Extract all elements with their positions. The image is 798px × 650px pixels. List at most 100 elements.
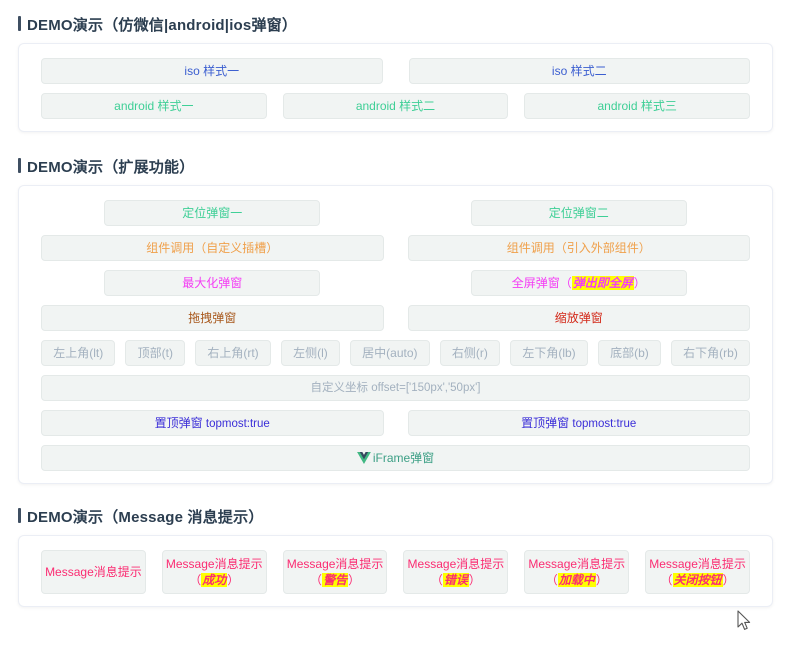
paren-open: （	[430, 573, 443, 587]
vue-logo-icon	[356, 448, 371, 470]
paren-open: （	[189, 573, 202, 587]
button-position-left[interactable]: 左侧(l)	[280, 340, 340, 366]
paren-close: ）	[227, 573, 240, 587]
topmost-label-1: 置顶弹窗	[154, 416, 203, 430]
fullscreen-label-post: ）	[633, 276, 646, 290]
row-drag-resize: 拖拽弹窗 缩放弹窗	[41, 305, 750, 331]
button-message-success[interactable]: Message消息提示 （成功）	[161, 550, 267, 594]
section-title-extended-features: DEMO演示（扩展功能）	[0, 156, 798, 177]
fullscreen-label-highlight: 弹出即全屏	[571, 276, 634, 290]
button-custom-offset[interactable]: 自定义坐标 offset=['150px','50px']	[41, 375, 750, 401]
message-variant: （关闭按钮）	[661, 572, 735, 588]
button-message-error[interactable]: Message消息提示 （错误）	[403, 550, 509, 594]
message-variant-highlight: 成功	[201, 573, 228, 587]
paren-close: ）	[348, 573, 361, 587]
card-section-2: 定位弹窗一 定位弹窗二 组件调用（自定义插槽） 组件调用（引入外部组件） 最大化…	[18, 185, 773, 484]
message-variant-highlight: 警告	[322, 573, 349, 587]
paren-close: ）	[722, 573, 735, 587]
message-variant: （错误）	[431, 572, 481, 588]
button-position-left-top[interactable]: 左上角(lt)	[41, 340, 116, 366]
topmost-value-2: topmost:true	[569, 418, 637, 430]
button-fullscreen-dialog[interactable]: 全屏弹窗（弹出即全屏）	[470, 270, 687, 296]
button-component-external[interactable]: 组件调用（引入外部组件）	[407, 235, 750, 261]
col-right: 置顶弹窗 topmost:true	[407, 410, 750, 436]
message-label: Message消息提示	[407, 557, 505, 571]
button-message-loading[interactable]: Message消息提示 （加载中）	[524, 550, 630, 594]
section-title-text: DEMO演示（Message 消息提示）	[27, 509, 264, 526]
extended-features-body: 定位弹窗一 定位弹窗二 组件调用（自定义插槽） 组件调用（引入外部组件） 最大化…	[19, 196, 772, 473]
message-button-row: Message消息提示 Message消息提示 （成功） Message消息提示…	[19, 546, 772, 596]
android-button-row: android 样式一 android 样式二 android 样式三	[19, 84, 772, 121]
paren-open: （	[310, 573, 323, 587]
row-position-buttons: 左上角(lt) 顶部(t) 右上角(rt) 左侧(l) 居中(auto) 右侧(…	[41, 340, 751, 366]
iframe-label: iFrame弹窗	[372, 451, 435, 465]
row-topmost: 置顶弹窗 topmost:true 置顶弹窗 topmost:true	[41, 410, 750, 436]
button-position-center[interactable]: 居中(auto)	[349, 340, 430, 366]
button-topmost-1[interactable]: 置顶弹窗 topmost:true	[41, 410, 384, 436]
col-left: 拖拽弹窗	[41, 305, 384, 331]
message-label: Message消息提示	[165, 557, 263, 571]
button-resize-dialog[interactable]: 缩放弹窗	[407, 305, 750, 331]
section-title-text: DEMO演示（扩展功能）	[27, 159, 195, 176]
col-right: 缩放弹窗	[407, 305, 750, 331]
message-variant: （加载中）	[546, 572, 608, 588]
button-android-style-3[interactable]: android 样式三	[524, 93, 751, 119]
section-title-message: DEMO演示（Message 消息提示）	[0, 506, 798, 527]
message-variant-highlight: 关闭按钮	[672, 573, 723, 587]
row-iframe: iFrame弹窗	[41, 445, 750, 471]
col-left: 置顶弹窗 topmost:true	[41, 410, 384, 436]
col-left: 最大化弹窗	[41, 270, 384, 296]
message-label: Message消息提示	[45, 565, 142, 579]
row-component-invocation: 组件调用（自定义插槽） 组件调用（引入外部组件）	[41, 235, 750, 261]
paren-open: （	[660, 573, 673, 587]
mouse-cursor	[737, 610, 751, 631]
button-position-left-bottom[interactable]: 左下角(lb)	[510, 340, 588, 366]
button-position-bottom[interactable]: 底部(b)	[597, 340, 661, 366]
button-android-style-2[interactable]: android 样式二	[282, 93, 509, 119]
paren-open: （	[545, 573, 558, 587]
paren-close: ）	[595, 573, 608, 587]
button-message-warning[interactable]: Message消息提示 （警告）	[282, 550, 388, 594]
message-variant: （成功）	[189, 572, 239, 588]
row-maximize-fullscreen: 最大化弹窗 全屏弹窗（弹出即全屏）	[41, 270, 750, 296]
message-label: Message消息提示	[528, 557, 626, 571]
button-maximize-dialog[interactable]: 最大化弹窗	[104, 270, 321, 296]
card-section-1: iso 样式一 iso 样式二 android 样式一 android 样式二 …	[18, 43, 773, 132]
row-custom-offset: 自定义坐标 offset=['150px','50px']	[41, 375, 750, 401]
fullscreen-label-pre: 全屏弹窗（	[511, 276, 572, 290]
message-label: Message消息提示	[649, 557, 746, 571]
button-position-right-bottom[interactable]: 右下角(rb)	[670, 340, 751, 366]
topmost-value-1: topmost:true	[202, 418, 270, 430]
button-positioned-dialog-2[interactable]: 定位弹窗二	[470, 200, 687, 226]
button-ios-style-2[interactable]: iso 样式二	[408, 58, 750, 84]
section-title-text: DEMO演示（仿微信|android|ios弹窗）	[27, 17, 298, 34]
col-left: 定位弹窗一	[41, 200, 384, 226]
button-message-close-button[interactable]: Message消息提示 （关闭按钮）	[645, 550, 750, 594]
col-right: 定位弹窗二	[408, 200, 751, 226]
button-android-style-1[interactable]: android 样式一	[41, 93, 267, 119]
message-variant-highlight: 加载中	[557, 573, 596, 587]
button-positioned-dialog-1[interactable]: 定位弹窗一	[104, 200, 321, 226]
button-message-default[interactable]: Message消息提示	[41, 550, 146, 594]
button-iframe-dialog[interactable]: iFrame弹窗	[41, 445, 750, 471]
button-position-right-top[interactable]: 右上角(rt)	[195, 340, 271, 366]
button-position-top[interactable]: 顶部(t)	[125, 340, 186, 366]
message-label: Message消息提示	[286, 557, 384, 571]
col-right: 组件调用（引入外部组件）	[407, 235, 750, 261]
message-variant: （警告）	[310, 572, 360, 588]
title-accent-bar	[18, 158, 21, 173]
col-right: 全屏弹窗（弹出即全屏）	[408, 270, 751, 296]
ios-button-row: iso 样式一 iso 样式二	[19, 54, 772, 84]
button-drag-dialog[interactable]: 拖拽弹窗	[41, 305, 384, 331]
topmost-label-2: 置顶弹窗	[521, 416, 570, 430]
col-left: 组件调用（自定义插槽）	[41, 235, 384, 261]
card-section-3: Message消息提示 Message消息提示 （成功） Message消息提示…	[18, 535, 773, 607]
title-accent-bar	[18, 16, 21, 31]
row-positioned-dialogs: 定位弹窗一 定位弹窗二	[41, 200, 750, 226]
section-title-wechat-android-ios: DEMO演示（仿微信|android|ios弹窗）	[0, 14, 798, 35]
button-component-custom-slot[interactable]: 组件调用（自定义插槽）	[41, 235, 384, 261]
button-topmost-2[interactable]: 置顶弹窗 topmost:true	[407, 410, 750, 436]
button-position-right[interactable]: 右侧(r)	[439, 340, 501, 366]
button-ios-style-1[interactable]: iso 样式一	[41, 58, 383, 84]
